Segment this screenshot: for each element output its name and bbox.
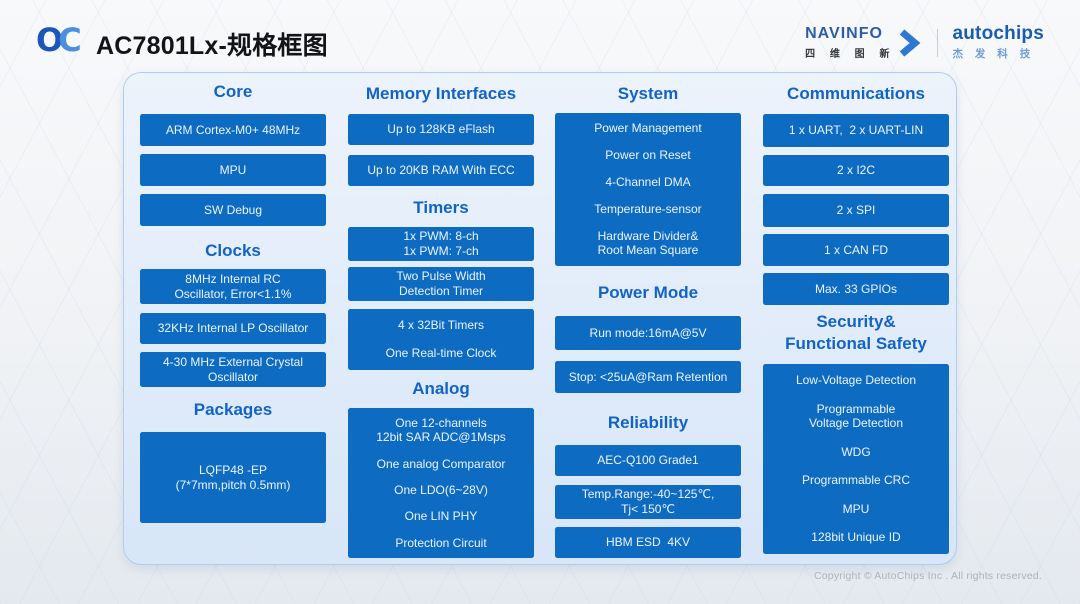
spec-box-aec-q100: AEC-Q100 Grade1 — [555, 445, 741, 476]
spec-box-i2c: 2 x I2C — [763, 155, 949, 186]
spec-text: Protection Circuit — [395, 535, 487, 550]
spec-box-sw-debug: SW Debug — [140, 194, 326, 226]
spec-text: Up to 128KB eFlash — [387, 122, 495, 137]
spec-text: 1x PWM: 8-ch 1x PWM: 7-ch — [403, 229, 479, 258]
spec-box-can-fd: 1 x CAN FD — [763, 234, 949, 266]
navinfo-cn-text: 四 维 图 新 — [805, 48, 896, 60]
logo-letter-c: C — [58, 21, 82, 59]
spec-column-2: Memory Interfaces Up to 128KB eFlash Up … — [348, 73, 534, 564]
spec-box-cpu: ARM Cortex-M0+ 48MHz — [140, 114, 326, 146]
section-title-analog: Analog — [412, 379, 470, 398]
spec-text: Programmable CRC — [801, 473, 911, 488]
spec-text: HBM ESD 4KV — [605, 535, 691, 550]
spec-box-package: LQFP48 -EP (7*7mm,pitch 0.5mm) — [140, 432, 326, 523]
spec-text: Run mode:16mA@5V — [589, 325, 707, 340]
spec-text: WDG — [841, 444, 871, 459]
spec-text: Power on Reset — [605, 148, 691, 162]
spec-text: One LDO(6~28V) — [394, 482, 488, 497]
spec-box-gpio: Max. 33 GPIOs — [763, 273, 949, 305]
section-title-clocks: Clocks — [205, 241, 261, 260]
spec-text: AEC-Q100 Grade1 — [597, 453, 699, 468]
spec-text: LQFP48 -EP (7*7mm,pitch 0.5mm) — [175, 462, 291, 492]
spec-text: Hardware Divider& Root Mean Square — [597, 228, 699, 258]
spec-box-temp-range: Temp.Range:-40~125℃, Tj< 150℃ — [555, 485, 741, 519]
spec-column-1: Core ARM Cortex-M0+ 48MHz MPU SW Debug C… — [140, 73, 326, 564]
spec-text: 2 x I2C — [836, 163, 875, 178]
spec-text: MPU — [842, 501, 870, 516]
navinfo-arrow-icon — [900, 28, 921, 57]
section-title-communications: Communications — [787, 84, 925, 103]
spec-text: SW Debug — [203, 202, 263, 217]
spec-text: MPU — [219, 162, 247, 177]
spec-text: 4 x 32Bit Timers — [397, 317, 485, 332]
spec-panel: Core ARM Cortex-M0+ 48MHz MPU SW Debug C… — [123, 72, 957, 565]
section-title-core: Core — [213, 82, 253, 101]
spec-box-run-mode: Run mode:16mA@5V — [555, 316, 741, 350]
spec-box-lp-oscillator: 32KHz Internal LP Oscillator — [140, 313, 326, 344]
spec-box-32bit-timers-rtc: 4 x 32Bit Timers One Real-time Clock — [348, 309, 534, 370]
spec-text: Power Management — [594, 121, 702, 136]
brand-logos: NAVINFO 四 维 图 新 autochips 杰 发 科 技 — [805, 24, 1044, 61]
spec-box-eflash: Up to 128KB eFlash — [348, 114, 534, 145]
spec-box-system: Power Management Power on Reset 4-Channe… — [555, 113, 741, 266]
brand-divider — [937, 28, 939, 57]
spec-box-security: Low-Voltage Detection Programmable Volta… — [763, 364, 949, 554]
section-title-power-mode: Power Mode — [597, 283, 699, 302]
spec-text: 8MHz Internal RC Oscillator, Error<1.1% — [174, 271, 292, 301]
spec-column-3: System Power Management Power on Reset 4… — [555, 73, 741, 564]
spec-box-hbm-esd: HBM ESD 4KV — [555, 527, 741, 558]
section-title-system: System — [617, 84, 679, 103]
navinfo-wordmark: NAVINFO — [805, 24, 883, 42]
spec-box-ram: Up to 20KB RAM With ECC — [348, 155, 534, 186]
section-title-security: Security& Functional Safety — [785, 312, 927, 353]
spec-box-crystal-oscillator: 4-30 MHz External Crystal Oscillator — [140, 352, 326, 387]
spec-box-stop-mode: Stop: <25uA@Ram Retention — [555, 361, 741, 393]
autochips-wordmark: autochips — [952, 23, 1044, 44]
spec-text: 32KHz Internal LP Oscillator — [157, 321, 309, 336]
spec-box-mpu: MPU — [140, 154, 326, 186]
spec-text: Max. 33 GPIOs — [814, 281, 898, 296]
spec-text: 4-30 MHz External Crystal Oscillator — [162, 354, 304, 384]
spec-text: Two Pulse Width Detection Timer — [396, 269, 486, 298]
spec-text: One LIN PHY — [404, 509, 478, 524]
spec-text: Temp.Range:-40~125℃, Tj< 150℃ — [581, 487, 715, 516]
spec-box-uart: 1 x UART, 2 x UART-LIN — [763, 114, 949, 147]
spec-box-spi: 2 x SPI — [763, 194, 949, 227]
section-title-memory: Memory Interfaces — [365, 84, 517, 103]
autochips-oc-logo: OC — [36, 21, 82, 59]
autochips-cn-text: 杰 发 科 技 — [952, 48, 1035, 60]
spec-column-4: Communications 1 x UART, 2 x UART-LIN 2 … — [763, 73, 949, 564]
page-header: OC AC7801Lx-规格框图 NAVINFO 四 维 图 新 autochi… — [0, 0, 1080, 72]
spec-text: 2 x SPI — [836, 203, 876, 218]
spec-text: Low-Voltage Detection — [795, 372, 917, 387]
spec-text: 1 x UART, 2 x UART-LIN — [788, 123, 924, 138]
spec-text: Temperature-sensor — [594, 201, 702, 216]
page-title: AC7801Lx-规格框图 — [96, 32, 328, 60]
spec-text: 4-Channel DMA — [605, 174, 691, 189]
spec-text: ARM Cortex-M0+ 48MHz — [165, 122, 301, 137]
section-title-timers: Timers — [413, 198, 469, 217]
autochips-logo: autochips 杰 发 科 技 — [952, 24, 1044, 61]
spec-box-pulse-width-timer: Two Pulse Width Detection Timer — [348, 267, 534, 301]
section-title-packages: Packages — [193, 400, 273, 419]
spec-box-rc-oscillator: 8MHz Internal RC Oscillator, Error<1.1% — [140, 269, 326, 304]
spec-text: One 12-channels 12bit SAR ADC@1Msps — [376, 415, 506, 445]
copyright-text: Copyright © AutoChips Inc . All rights r… — [813, 570, 1042, 582]
spec-text: 128bit Unique ID — [811, 530, 901, 545]
spec-text: Up to 20KB RAM With ECC — [367, 163, 515, 178]
logo-letter-o: O — [36, 21, 63, 59]
spec-text: Programmable Voltage Detection — [808, 401, 904, 431]
navinfo-logo: NAVINFO 四 维 图 新 — [805, 24, 896, 60]
spec-box-pwm: 1x PWM: 8-ch 1x PWM: 7-ch — [348, 227, 534, 261]
spec-text: One analog Comparator — [376, 456, 506, 471]
spec-box-analog: One 12-channels 12bit SAR ADC@1Msps One … — [348, 408, 534, 558]
spec-text: One Real-time Clock — [385, 346, 497, 361]
spec-text: Stop: <25uA@Ram Retention — [568, 369, 728, 384]
section-title-reliability: Reliability — [607, 413, 689, 432]
spec-text: 1 x CAN FD — [823, 242, 888, 257]
